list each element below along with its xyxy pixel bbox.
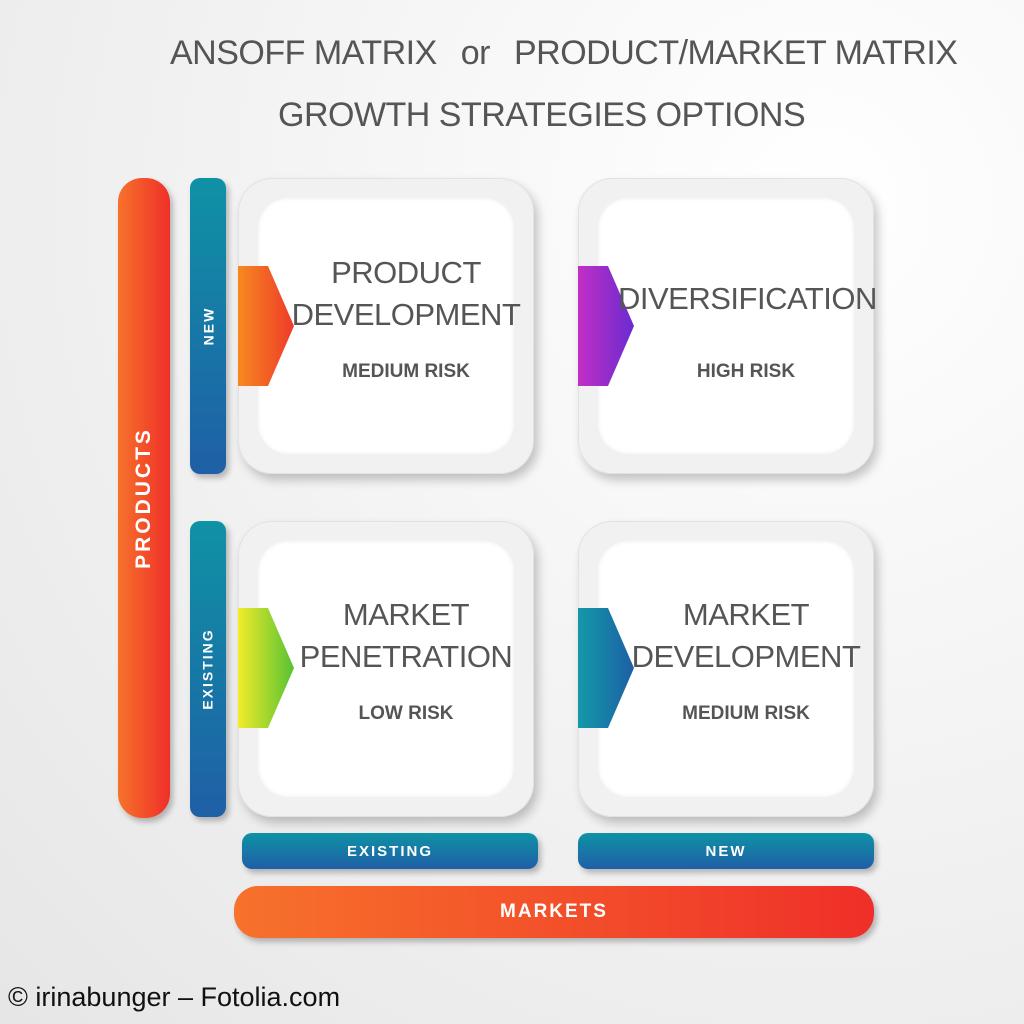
cell-title-line-1: PRODUCT [331,255,481,290]
markets-existing-label: EXISTING [346,842,433,860]
products-existing-label: EXISTING [200,628,217,710]
cell-market-development-card [598,541,854,797]
cell-market-penetration-card [258,541,514,797]
chevron-arrow-icon [578,608,634,728]
risk-label: MEDIUM RISK [682,703,810,724]
cell-title: DIVERSIFICATION [618,278,877,320]
cell-market-penetration: MARKET PENETRATION LOW RISK [238,521,534,817]
products-axis-label: PRODUCTS [132,427,155,569]
copyright-notice: © irinabunger – Fotolia.com [8,982,341,1012]
chevron-arrow-icon [238,266,294,386]
cell-title-line-1: DIVERSIFICATION [618,281,877,316]
markets-existing-bar: EXISTING [242,833,538,869]
title-ansoff: ANSOFF MATRIX [170,34,437,72]
chevron-arrow-icon [238,608,294,728]
title-line-1: ANSOFF MATRIX or PRODUCT/MARKET MATRIX [170,34,958,73]
title-product-market: PRODUCT/MARKET MATRIX [514,34,958,72]
title-line-2: GROWTH STRATEGIES OPTIONS [278,96,806,134]
products-existing-bar: EXISTING [190,521,226,817]
markets-axis-bar: MARKETS [234,886,874,938]
risk-label: HIGH RISK [696,361,796,382]
cell-product-development: PRODUCT DEVELOPMENT MEDIUM RISK [238,178,534,474]
cell-title-line-2: PENETRATION [299,639,513,674]
products-new-label: NEW [200,306,217,346]
cell-diversification: DIVERSIFICATION HIGH RISK [578,178,877,474]
products-axis-bar: PRODUCTS [118,178,170,818]
cell-title-line-1: MARKET [342,597,470,632]
cell-product-development-card [258,198,514,454]
cell-title-line-2: DEVELOPMENT [631,639,861,674]
cell-title-line-2: DEVELOPMENT [291,297,521,332]
markets-axis-label: MARKETS [500,901,608,922]
products-new-bar: NEW [190,178,226,474]
risk-label: MEDIUM RISK [342,361,470,382]
cell-market-development: MARKET DEVELOPMENT MEDIUM RISK [578,521,874,817]
chevron-arrow-icon [578,266,634,386]
cell-title-line-1: MARKET [682,597,810,632]
cell-title: PRODUCT DEVELOPMENT [278,252,534,336]
cell-diversification-card [598,198,854,454]
markets-new-label: NEW [705,842,747,860]
title-connector: or [460,34,491,72]
cell-title: MARKET PENETRATION [278,594,534,678]
risk-label: LOW RISK [358,703,454,724]
cell-title: MARKET DEVELOPMENT [618,594,874,678]
markets-new-bar: NEW [578,833,874,869]
